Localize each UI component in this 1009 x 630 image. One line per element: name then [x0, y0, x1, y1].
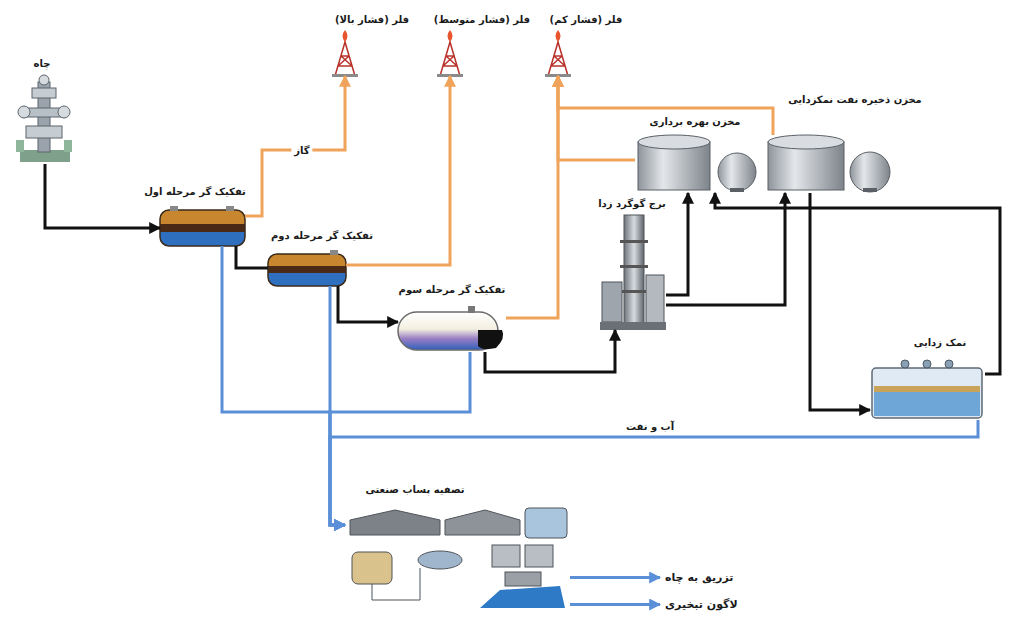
storage-tank-icon: [638, 135, 890, 192]
flow-line: [558, 76, 773, 135]
node-label: فلر (فشار بالا): [335, 14, 409, 26]
flow-line: [330, 420, 978, 525]
well-node: چاه: [15, 76, 73, 164]
separator-node: تفکیک گر مرحله دوم: [268, 254, 346, 286]
flow-line: [236, 246, 268, 268]
flow-line: [666, 193, 688, 295]
flow-line: [506, 76, 558, 318]
flow-line: [810, 193, 870, 410]
node-label: فلر (فشار متوسط): [434, 14, 530, 26]
tower-node: برج گوگرد زدا: [600, 215, 666, 330]
flare-node: فلر (فشار بالا): [335, 36, 355, 76]
outlet-node: لاگون تبخیری: [662, 596, 741, 613]
node-label: تفکیک گر مرحله دوم: [271, 230, 373, 242]
edge-label: آب و نفت: [623, 421, 677, 432]
flow-line: [45, 164, 160, 228]
flow-line: [558, 76, 635, 160]
flow-line: [222, 246, 345, 525]
tank-node: مخزن بهره برداری: [635, 135, 760, 193]
flow-line: [570, 576, 660, 579]
node-label: فلر (فشار کم): [550, 14, 623, 26]
separator-vessel: [398, 306, 503, 350]
flare-node: فلر (فشار متوسط): [440, 36, 460, 76]
desalter-node: نمک زدایی: [870, 360, 985, 420]
flow-line: [338, 286, 398, 322]
node-label: نمک زدایی: [914, 337, 966, 349]
flow-line: [245, 76, 345, 216]
flare-flame: [332, 30, 571, 77]
separator-vessel: [160, 206, 346, 286]
node-label: چاه: [34, 58, 51, 70]
node-label: برج گوگرد زدا: [598, 198, 666, 210]
flow-line: [570, 603, 660, 606]
desalter-icon: [872, 360, 982, 418]
node-label: تزریق به چاه: [662, 569, 736, 586]
desulfurization-tower-icon: [600, 215, 666, 330]
flow-line: [666, 193, 785, 305]
tank-node: مخزن ذخیره نفت نمکزدایی: [765, 135, 895, 193]
node-label: تفکیک گر مرحله سوم: [399, 284, 506, 296]
node-label: تفکیک گر مرحله اول: [144, 186, 246, 198]
wastewater-plant-icon: [350, 508, 567, 608]
node-label: مخزن ذخیره نفت نمکزدایی: [788, 94, 922, 106]
separator-node: تفکیک گر مرحله سوم: [398, 306, 506, 352]
flow-line: [485, 330, 615, 372]
node-label: تصفیه پساب صنعتی: [365, 484, 464, 496]
flare-stack-icon: [335, 42, 568, 76]
treatment-node: تصفیه پساب صنعتی: [345, 505, 570, 610]
flare-node: فلر (فشار کم): [548, 36, 568, 76]
flow-line: [715, 193, 1000, 374]
flow-line: [330, 286, 345, 525]
well-icon: [16, 75, 72, 162]
edge-label: گاز: [291, 145, 312, 156]
node-label: مخزن بهره برداری: [649, 116, 740, 128]
outlet-node: تزریق به چاه: [662, 569, 736, 586]
node-label: لاگون تبخیری: [662, 596, 741, 613]
separator-node: تفکیک گر مرحله اول: [160, 210, 245, 246]
